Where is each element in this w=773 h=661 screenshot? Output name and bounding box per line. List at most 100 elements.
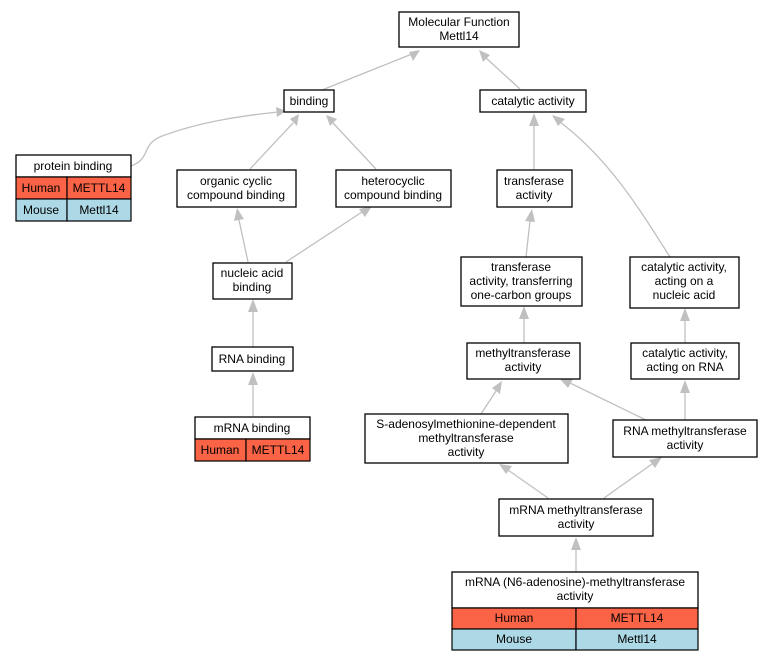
node-label: mRNA binding xyxy=(214,421,291,435)
node-label: methyltransferase xyxy=(475,346,571,360)
edge-arrow xyxy=(234,208,244,221)
node-label: one-carbon groups xyxy=(471,288,572,302)
edge-protein-binding-to-binding xyxy=(130,111,279,167)
edge-arrow xyxy=(359,206,372,217)
node-label: compound binding xyxy=(187,188,285,202)
node-rna-methyltransferase[interactable]: RNA methyltransferase activity xyxy=(612,419,758,458)
edge-nucleic-to-organic xyxy=(238,219,249,263)
node-methyltransferase-activity[interactable]: methyltransferase activity xyxy=(466,342,581,380)
edge-arrow xyxy=(680,308,690,321)
node-nucleic-acid-binding[interactable]: nucleic acid binding xyxy=(212,262,293,300)
edge-arrow xyxy=(479,50,490,62)
node-label: binding xyxy=(233,280,272,294)
edge-arrow xyxy=(290,114,299,126)
node-label: heterocyclic xyxy=(361,174,424,188)
node-label: S-adenosylmethionine-dependent xyxy=(376,417,556,431)
species-label: Mouse xyxy=(23,203,59,217)
node-label: catalytic activity xyxy=(491,94,574,108)
node-label: activity, transferring xyxy=(469,274,572,288)
node-label: acting on RNA xyxy=(646,360,723,374)
node-molecular-function[interactable]: Molecular Function Mettl14 xyxy=(398,11,520,48)
edge-nucleic-to-heterocyclic xyxy=(285,211,363,263)
node-label: organic cyclic xyxy=(200,174,272,188)
edge-arrow xyxy=(248,299,258,312)
edge-cat-nucleic-to-catalytic xyxy=(559,121,671,258)
node-catalytic-nucleic-acid[interactable]: catalytic activity, acting on a nucleic … xyxy=(629,256,740,309)
edge-arrow xyxy=(519,306,529,319)
node-rna-binding[interactable]: RNA binding xyxy=(211,346,294,372)
gene-label[interactable]: Mettl14 xyxy=(79,203,119,217)
edge-arrow xyxy=(529,113,539,126)
node-label: protein binding xyxy=(34,159,113,173)
mouse-gene-cell xyxy=(66,198,132,222)
node-label: RNA binding xyxy=(219,352,286,366)
node-label: methyltransferase xyxy=(418,431,514,445)
edge-arrow xyxy=(525,209,535,222)
node-label: activity xyxy=(516,188,553,202)
edge-mrna-mtase-to-rna-mtase xyxy=(603,463,653,499)
edge-sam-to-mtase xyxy=(480,390,497,415)
node-label: activity xyxy=(448,445,485,459)
edge-organic-to-binding xyxy=(249,122,294,170)
node-label: binding xyxy=(290,94,329,108)
node-label: Mettl14 xyxy=(439,29,479,43)
node-transferase-activity[interactable]: transferase activity xyxy=(496,169,573,208)
edge-arrow xyxy=(649,457,662,468)
edge-arrow xyxy=(276,107,286,117)
node-protein-binding[interactable]: protein binding Human METTL14 Mouse Mett… xyxy=(15,154,132,222)
species-label: Human xyxy=(495,611,534,625)
edge-arrow xyxy=(409,50,420,61)
node-heterocyclic-compound-binding[interactable]: heterocyclic compound binding xyxy=(335,169,452,208)
node-label: catalytic activity, xyxy=(641,260,727,274)
node-mrna-methyltransferase[interactable]: mRNA methyltransferase activity xyxy=(498,498,654,537)
edge-catalytic-to-root xyxy=(485,57,521,90)
edge-arrow xyxy=(492,381,502,394)
gene-label[interactable]: METTL14 xyxy=(252,443,305,457)
human-gene-cell xyxy=(245,438,311,462)
node-label: compound binding xyxy=(344,188,442,202)
node-label: mRNA methyltransferase xyxy=(509,503,643,517)
node-label: activity xyxy=(505,360,542,374)
gene-label[interactable]: METTL14 xyxy=(611,611,664,625)
node-binding[interactable]: binding xyxy=(283,89,335,113)
edge-rna-mtase-to-mtase xyxy=(569,382,651,423)
node-label: activity xyxy=(557,589,594,603)
edge-binding-to-root xyxy=(321,53,413,91)
species-label: Mouse xyxy=(496,632,532,646)
edge-arrow xyxy=(499,464,512,474)
node-catalytic-activity[interactable]: catalytic activity xyxy=(479,89,587,113)
species-label: Human xyxy=(201,443,240,457)
species-label: Human xyxy=(22,181,61,195)
node-label: acting on a xyxy=(655,274,714,288)
node-label: transferase xyxy=(504,174,564,188)
edge-mrna-mtase-to-sam xyxy=(507,469,549,499)
node-label: mRNA (N6-adenosine)-methyltransferase xyxy=(465,575,685,589)
edge-arrow xyxy=(552,115,565,126)
edge-arrow xyxy=(571,537,581,550)
edge-arrow xyxy=(248,372,258,385)
node-label: nucleic acid xyxy=(653,288,716,302)
edge-arrow xyxy=(559,378,573,388)
gene-label[interactable]: Mettl14 xyxy=(617,632,657,646)
node-organic-cyclic-compound-binding[interactable]: organic cyclic compound binding xyxy=(176,169,297,208)
node-label: activity xyxy=(667,438,704,452)
node-label: activity xyxy=(558,517,595,531)
edge-heterocyclic-to-binding xyxy=(332,122,377,170)
gene-label[interactable]: METTL14 xyxy=(73,181,126,195)
node-mrna-n6-adenosine-methyltransferase[interactable]: mRNA (N6-adenosine)-methyltransferase ac… xyxy=(451,571,699,651)
node-label: RNA methyltransferase xyxy=(623,424,747,438)
edge-arrow xyxy=(326,115,337,126)
node-label: nucleic acid xyxy=(221,266,284,280)
edge-arrow xyxy=(680,380,690,393)
node-label: Molecular Function xyxy=(408,15,509,29)
node-label: catalytic activity, xyxy=(642,346,728,360)
node-mrna-binding[interactable]: mRNA binding Human METTL14 xyxy=(194,416,311,462)
edge-onecarbon-to-transferase xyxy=(525,220,531,258)
node-transferase-one-carbon[interactable]: transferase activity, transferring one-c… xyxy=(460,256,583,307)
node-sam-dependent-methyltransferase[interactable]: S-adenosylmethionine-dependent methyltra… xyxy=(364,413,569,464)
edges xyxy=(130,50,690,572)
mouse-gene-cell xyxy=(575,628,699,651)
node-catalytic-rna[interactable]: catalytic activity, acting on RNA xyxy=(630,342,740,380)
node-label: transferase xyxy=(491,260,551,274)
